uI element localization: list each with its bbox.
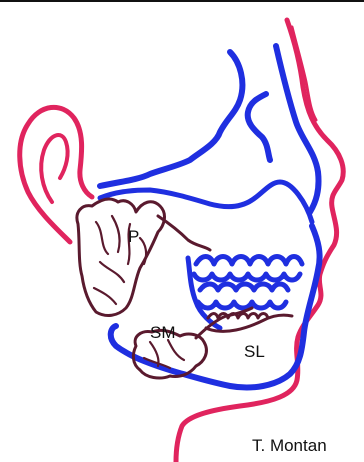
label-submandibular: SM	[150, 323, 176, 342]
author-credit: T. Montan	[252, 436, 327, 456]
label-sublingual: SL	[244, 342, 265, 361]
label-parotid: P	[128, 227, 139, 246]
